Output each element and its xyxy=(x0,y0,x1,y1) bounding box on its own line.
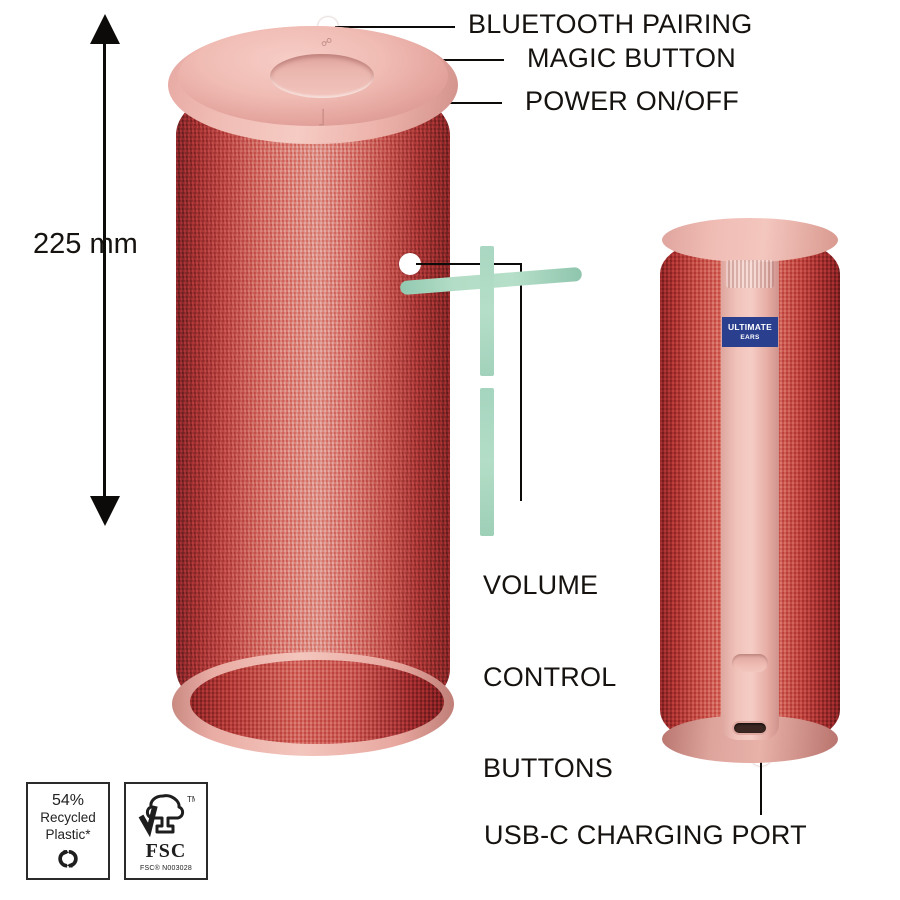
callout-line-volume-vertical xyxy=(520,263,522,501)
callout-line-bluetooth-pairing xyxy=(335,26,455,28)
speaker-rear-fabric-loop xyxy=(726,260,774,288)
callout-label-volume-line-3: BUTTONS xyxy=(483,753,613,783)
speaker-front-base-rim xyxy=(172,652,454,756)
dimension-shaft xyxy=(103,40,106,500)
magic-button[interactable] xyxy=(270,54,374,98)
fsc-licence-code: FSC® N003028 xyxy=(140,865,192,872)
ultimate-ears-brand-badge: ULTIMATE EARS xyxy=(722,317,778,347)
speaker-front-top-cap: ☍ ⎦ xyxy=(168,26,458,144)
recycled-percent: 54% xyxy=(51,792,85,809)
callout-line-volume-horizontal xyxy=(416,263,522,265)
recycled-label-line-1: Recycled xyxy=(40,810,96,826)
brand-badge-line-1: ULTIMATE xyxy=(727,322,773,332)
recycle-loop-icon xyxy=(58,849,78,868)
height-dimension-label: 225 mm xyxy=(33,228,138,260)
fsc-tree-checkmark-icon: TM xyxy=(138,794,195,838)
speaker-front-view: ☍ ⎦ xyxy=(168,16,583,756)
speaker-front-fabric-body xyxy=(176,72,450,732)
brand-badge-line-2: EARS xyxy=(740,333,760,341)
volume-down-icon[interactable] xyxy=(480,388,494,536)
fsc-badge: TM FSC FSC® N003028 xyxy=(124,782,208,880)
speaker-front-cap-surface: ☍ ⎦ xyxy=(178,26,448,126)
callout-label-volume-line-2: CONTROL xyxy=(483,661,617,692)
certification-badges: 54% Recycled Plastic* TM FSC FSC® N xyxy=(26,782,208,880)
callout-label-volume-control-buttons: VOLUME CONTROL BUTTONS xyxy=(483,509,616,845)
height-dimension-arrow xyxy=(90,14,122,526)
usb-c-port-icon[interactable] xyxy=(732,721,768,735)
speaker-rear-top-cap xyxy=(662,218,838,262)
callout-label-volume-line-1: VOLUME xyxy=(483,570,599,600)
callout-label-magic-button: MAGIC BUTTON xyxy=(527,43,736,73)
volume-up-icon-vertical-bar[interactable] xyxy=(480,246,494,376)
speaker-front-base-mesh xyxy=(190,660,444,744)
callout-dot-volume-control-buttons[interactable] xyxy=(399,253,421,275)
speaker-rear-strap-pad xyxy=(732,654,768,672)
fsc-trademark-mark: TM xyxy=(187,795,195,804)
bluetooth-icon[interactable]: ☍ xyxy=(321,37,333,49)
power-icon[interactable]: ⎦ xyxy=(318,109,325,125)
callout-label-usb-c-charging-port: USB-C CHARGING PORT xyxy=(484,820,807,850)
callout-label-bluetooth-pairing: BLUETOOTH PAIRING xyxy=(468,9,753,39)
callout-label-power-on-off: POWER ON/OFF xyxy=(525,86,739,116)
arrow-down-icon xyxy=(90,496,120,526)
fsc-wordmark: FSC xyxy=(145,839,187,862)
callout-line-usb-c xyxy=(760,757,762,815)
arrow-up-icon xyxy=(90,14,120,44)
recycled-plastic-badge: 54% Recycled Plastic* xyxy=(26,782,110,880)
speaker-rear-view: ULTIMATE EARS xyxy=(660,218,840,763)
recycled-label-line-2: Plastic* xyxy=(45,826,91,842)
